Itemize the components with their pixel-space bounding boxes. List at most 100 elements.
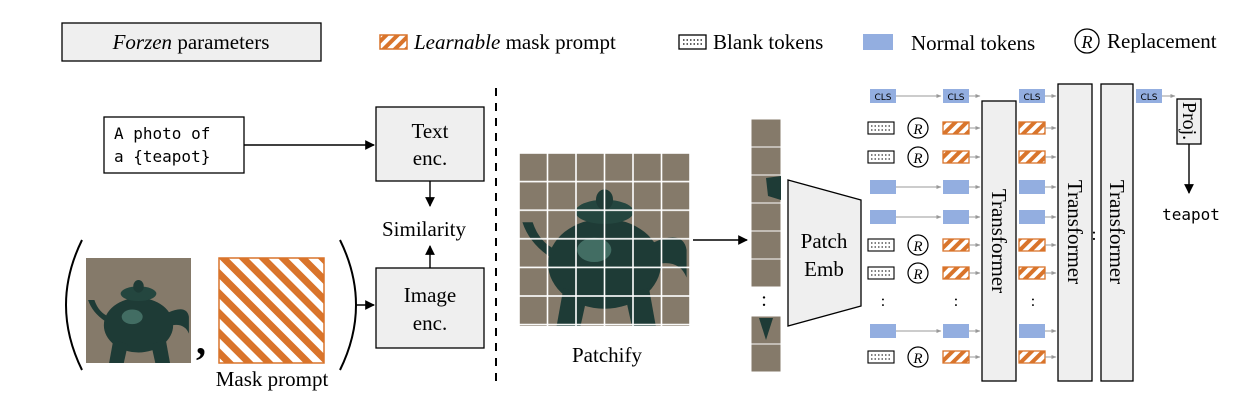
patch-sequence: : bbox=[750, 118, 782, 373]
mask-token bbox=[1018, 121, 1046, 135]
cls-token-label: CLS bbox=[947, 93, 964, 103]
transformer-block-1-label: Transformer bbox=[987, 189, 1011, 293]
comma-separator: , bbox=[196, 318, 206, 363]
patch-embedding-line1: Patch bbox=[801, 229, 848, 253]
patch-embedding-line2: Emb bbox=[804, 257, 844, 281]
mask-token bbox=[1018, 350, 1046, 364]
image-encoder-box bbox=[375, 267, 485, 349]
mask-token bbox=[942, 266, 970, 280]
frozen-legend-box bbox=[61, 22, 322, 62]
normal-token bbox=[1019, 180, 1045, 194]
normal-token bbox=[870, 180, 896, 194]
normal-legend-label: Normal tokens bbox=[911, 31, 1035, 55]
normal-token bbox=[1019, 210, 1045, 224]
normal-token bbox=[870, 210, 896, 224]
mask-token bbox=[942, 238, 970, 252]
mask-token bbox=[942, 121, 970, 135]
blank-token bbox=[867, 238, 895, 252]
text-encoder-line1: Text bbox=[411, 119, 448, 143]
patch-tile bbox=[750, 258, 782, 288]
circled-r-icon bbox=[1074, 28, 1100, 54]
transformer-block-2-label: Transformer bbox=[1063, 180, 1087, 284]
replacement-icon bbox=[907, 262, 929, 284]
patch-tile-content bbox=[766, 176, 781, 200]
cls-token bbox=[943, 89, 969, 103]
transformer-ellipsis: : bbox=[1091, 224, 1096, 244]
left-paren bbox=[65, 239, 83, 371]
mask-prompt-label: Mask prompt bbox=[216, 367, 329, 391]
cls-token bbox=[870, 89, 896, 103]
patch-tile bbox=[750, 202, 782, 232]
mask-token bbox=[1018, 238, 1046, 252]
cls-token bbox=[1019, 89, 1045, 103]
text-prompt-box bbox=[103, 116, 245, 174]
patch-tile bbox=[750, 230, 782, 260]
transformer-block-n-label: Transformer bbox=[1105, 180, 1129, 284]
patch-tile bbox=[750, 118, 782, 148]
normal-token bbox=[943, 324, 969, 338]
replacement-icon bbox=[907, 117, 929, 139]
cls-token-label: CLS bbox=[1023, 93, 1040, 103]
transformer-block-2 bbox=[1057, 83, 1093, 382]
cls-token-label: CLS bbox=[874, 93, 891, 103]
projection-label: Proj. bbox=[1178, 102, 1200, 140]
mask-token bbox=[942, 350, 970, 364]
right-paren bbox=[339, 239, 357, 371]
text-prompt-line2: a {teapot} bbox=[114, 147, 210, 166]
normal-token bbox=[943, 210, 969, 224]
text-encoder-line2: enc. bbox=[413, 146, 447, 170]
text-encoder-box bbox=[375, 106, 485, 182]
similarity-label: Similarity bbox=[382, 217, 467, 241]
blank-token bbox=[867, 350, 895, 364]
text-prompt-line1: A photo of bbox=[114, 124, 210, 143]
replacement-icon-letter: R bbox=[912, 267, 922, 283]
mask-token bbox=[1018, 266, 1046, 280]
token-ellipsis: : bbox=[954, 293, 958, 310]
blank-token bbox=[867, 121, 895, 135]
blank-token bbox=[867, 150, 895, 164]
projection-box bbox=[1176, 98, 1202, 145]
patch-tile bbox=[750, 343, 782, 373]
learnable-legend-label: Learnable mask prompt bbox=[413, 30, 616, 54]
output-label: teapot bbox=[1162, 205, 1220, 224]
normal-token bbox=[943, 180, 969, 194]
replacement-icon-letter: R bbox=[912, 151, 922, 167]
patch-tile-content bbox=[759, 318, 773, 340]
transformer-block-1 bbox=[981, 100, 1017, 382]
patch-tile bbox=[750, 146, 782, 176]
cls-token-label: CLS bbox=[1140, 93, 1157, 103]
teapot-image bbox=[86, 258, 191, 363]
patch-sequence-ellipsis: : bbox=[761, 289, 767, 311]
circled-r-icon-letter: R bbox=[1081, 32, 1093, 52]
frozen-legend-label: Forzen parameters bbox=[112, 30, 270, 54]
replacement-icon-letter: R bbox=[912, 122, 922, 138]
blank-token bbox=[867, 266, 895, 280]
token-ellipsis: : bbox=[881, 293, 885, 310]
patch-embedding-box bbox=[787, 179, 862, 327]
image-encoder-line2: enc. bbox=[413, 311, 447, 335]
replacement-icon bbox=[907, 234, 929, 256]
normal-token-icon bbox=[863, 34, 893, 50]
patch-grid bbox=[519, 153, 690, 326]
mask-token bbox=[1018, 150, 1046, 164]
transformer-block-n bbox=[1100, 83, 1134, 382]
hatched-rect-icon bbox=[379, 34, 408, 50]
normal-token bbox=[870, 324, 896, 338]
dotted-rect-icon bbox=[678, 34, 707, 50]
replacement-icon-letter: R bbox=[912, 351, 922, 367]
blank-legend-label: Blank tokens bbox=[713, 30, 823, 54]
replacement-icon bbox=[907, 346, 929, 368]
replacement-icon-letter: R bbox=[912, 239, 922, 255]
mask-prompt-image bbox=[218, 257, 325, 364]
patchify-section: Patchify : Patch Emb bbox=[519, 118, 862, 373]
cls-token bbox=[1136, 89, 1162, 103]
image-encoder-line1: Image bbox=[404, 283, 456, 307]
mask-token bbox=[942, 150, 970, 164]
token-ellipsis: : bbox=[1031, 293, 1035, 310]
normal-token bbox=[1019, 324, 1045, 338]
replacement-icon bbox=[907, 146, 929, 168]
patchify-label: Patchify bbox=[572, 343, 642, 367]
legend: Forzen parameters Learnable mask prompt … bbox=[61, 22, 1217, 62]
